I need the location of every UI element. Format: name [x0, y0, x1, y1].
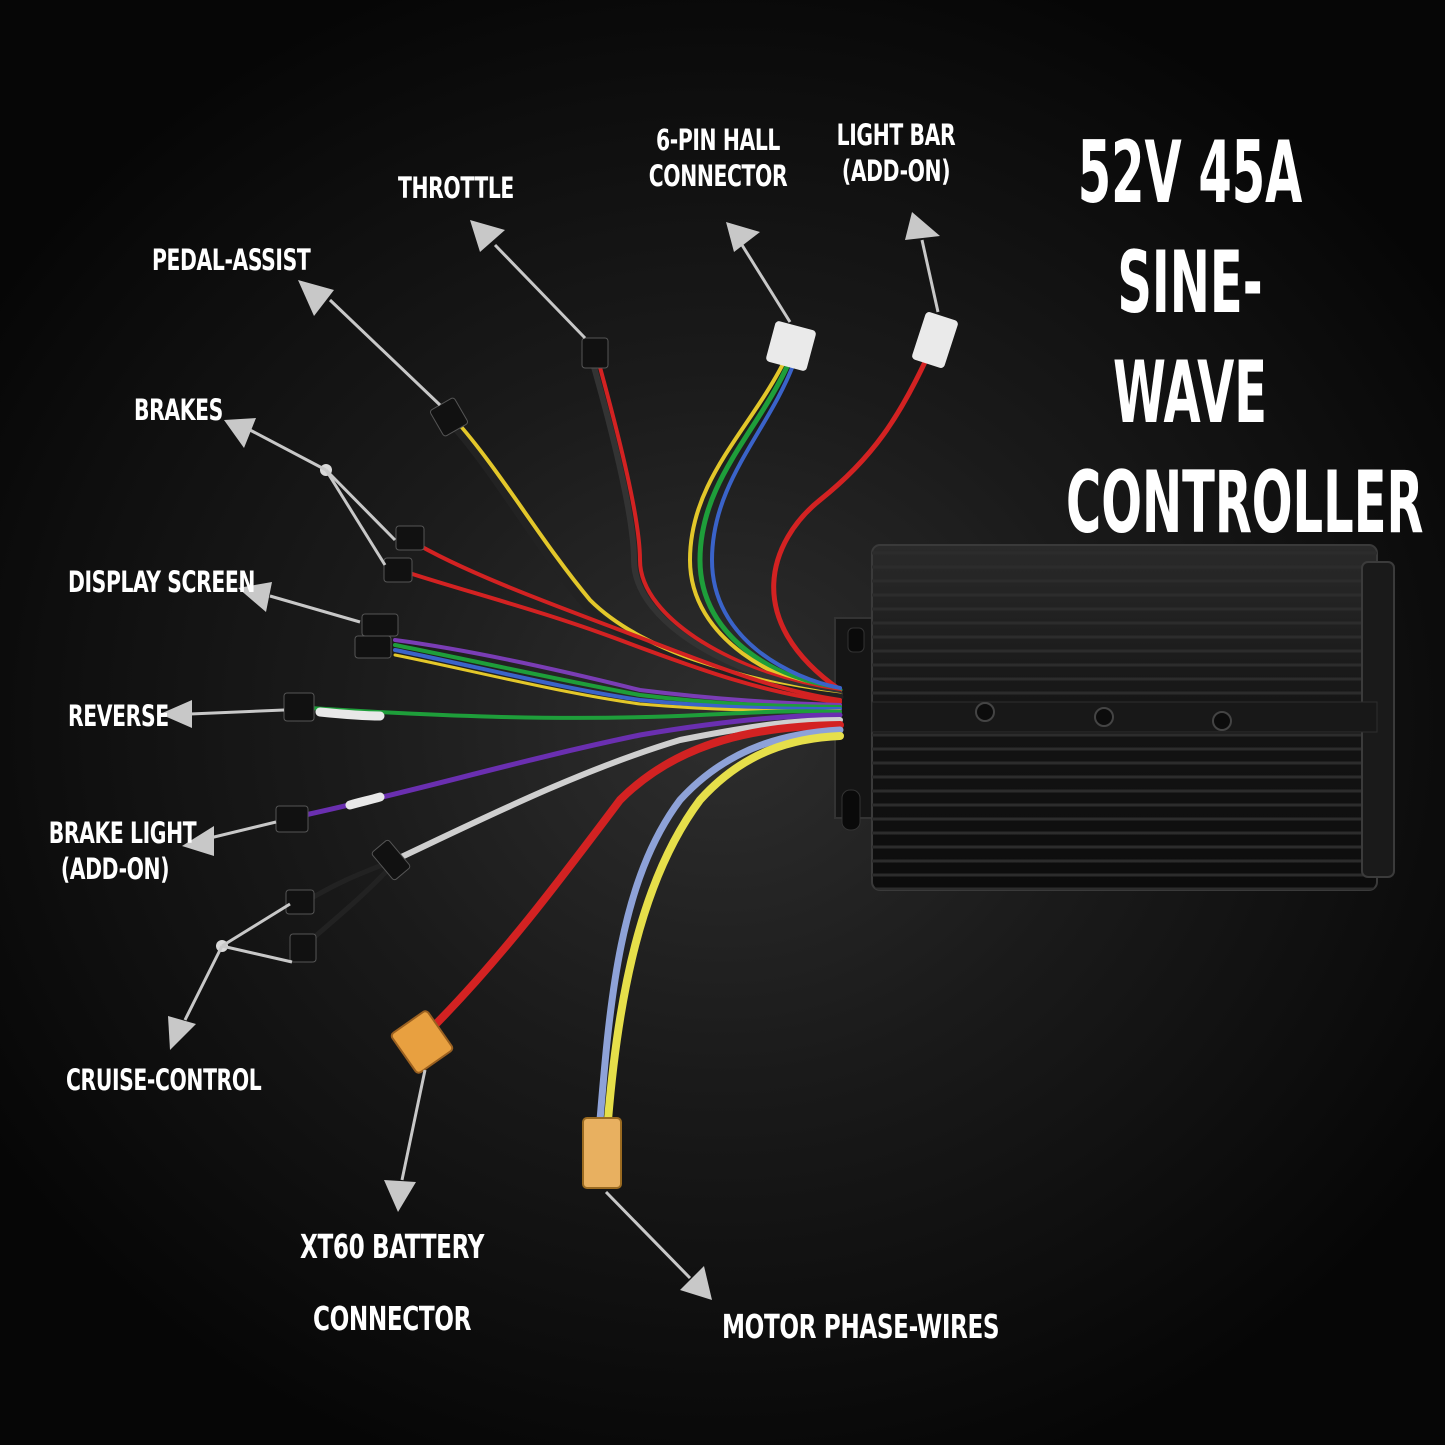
cruise-switch [371, 839, 411, 881]
title-line-1: 52V 45A [1077, 123, 1303, 223]
label-display-screen: DISPLAY SCREEN [68, 565, 256, 599]
label-cruise-control: CRUISE-CONTROL [66, 1063, 262, 1097]
pedal-assist-plug [429, 397, 469, 437]
label-light-bar-line-1: LIGHT BAR [836, 118, 956, 152]
title-line-3: CONTROLLER [1066, 453, 1424, 553]
title-line-2: SINE-WAVE [1113, 233, 1267, 443]
label-hall-line-1: 6-PIN HALL [655, 123, 781, 157]
display-plug-1 [361, 613, 399, 637]
cruise-plug-1 [285, 889, 315, 915]
label-brake-light-line-1: BRAKE LIGHT [48, 816, 197, 850]
hall-connector-plug [766, 321, 816, 371]
phase-wire-connector [582, 1117, 622, 1189]
connectors [216, 312, 958, 1189]
label-brakes: BRAKES [134, 393, 223, 427]
light-bar-plug [912, 312, 958, 368]
label-battery-line-2: CONNECTOR [312, 1299, 472, 1338]
cruise-plug-2 [289, 933, 317, 963]
label-motor-phase-wires: MOTOR PHASE-WIRES [722, 1307, 1000, 1346]
xt60-connector [390, 1010, 454, 1074]
brake-light-plug [275, 805, 309, 833]
label-hall-line-2: CONNECTOR [648, 159, 788, 193]
arrow-heads [160, 212, 940, 1300]
label-battery-line-1: XT60 BATTERY [299, 1227, 485, 1266]
label-reverse: REVERSE [68, 699, 169, 733]
display-plug-2 [354, 635, 392, 659]
label-light-bar-line-2: (ADD-ON) [841, 154, 951, 188]
label-xt60-battery: XT60 BATTERY CONNECTOR [297, 1228, 487, 1338]
product-title: 52V 45A SINE-WAVE CONTROLLER [1066, 118, 1424, 558]
throttle-plug [581, 337, 609, 369]
leader-lines [183, 239, 940, 1280]
reverse-plug [283, 692, 315, 722]
brake-plug-1 [395, 525, 425, 551]
controller-body [834, 544, 1395, 891]
wire-bundle [297, 337, 938, 1124]
brake-plug-2 [383, 557, 413, 583]
label-brake-light-line-2: (ADD-ON) [60, 852, 170, 886]
label-throttle: THROTTLE [398, 171, 514, 205]
label-hall-connector: 6-PIN HALL CONNECTOR [640, 122, 796, 194]
label-brake-light: BRAKE LIGHT (ADD-ON) [48, 815, 197, 887]
label-light-bar: LIGHT BAR (ADD-ON) [818, 117, 974, 189]
label-pedal-assist: PEDAL-ASSIST [152, 243, 311, 277]
